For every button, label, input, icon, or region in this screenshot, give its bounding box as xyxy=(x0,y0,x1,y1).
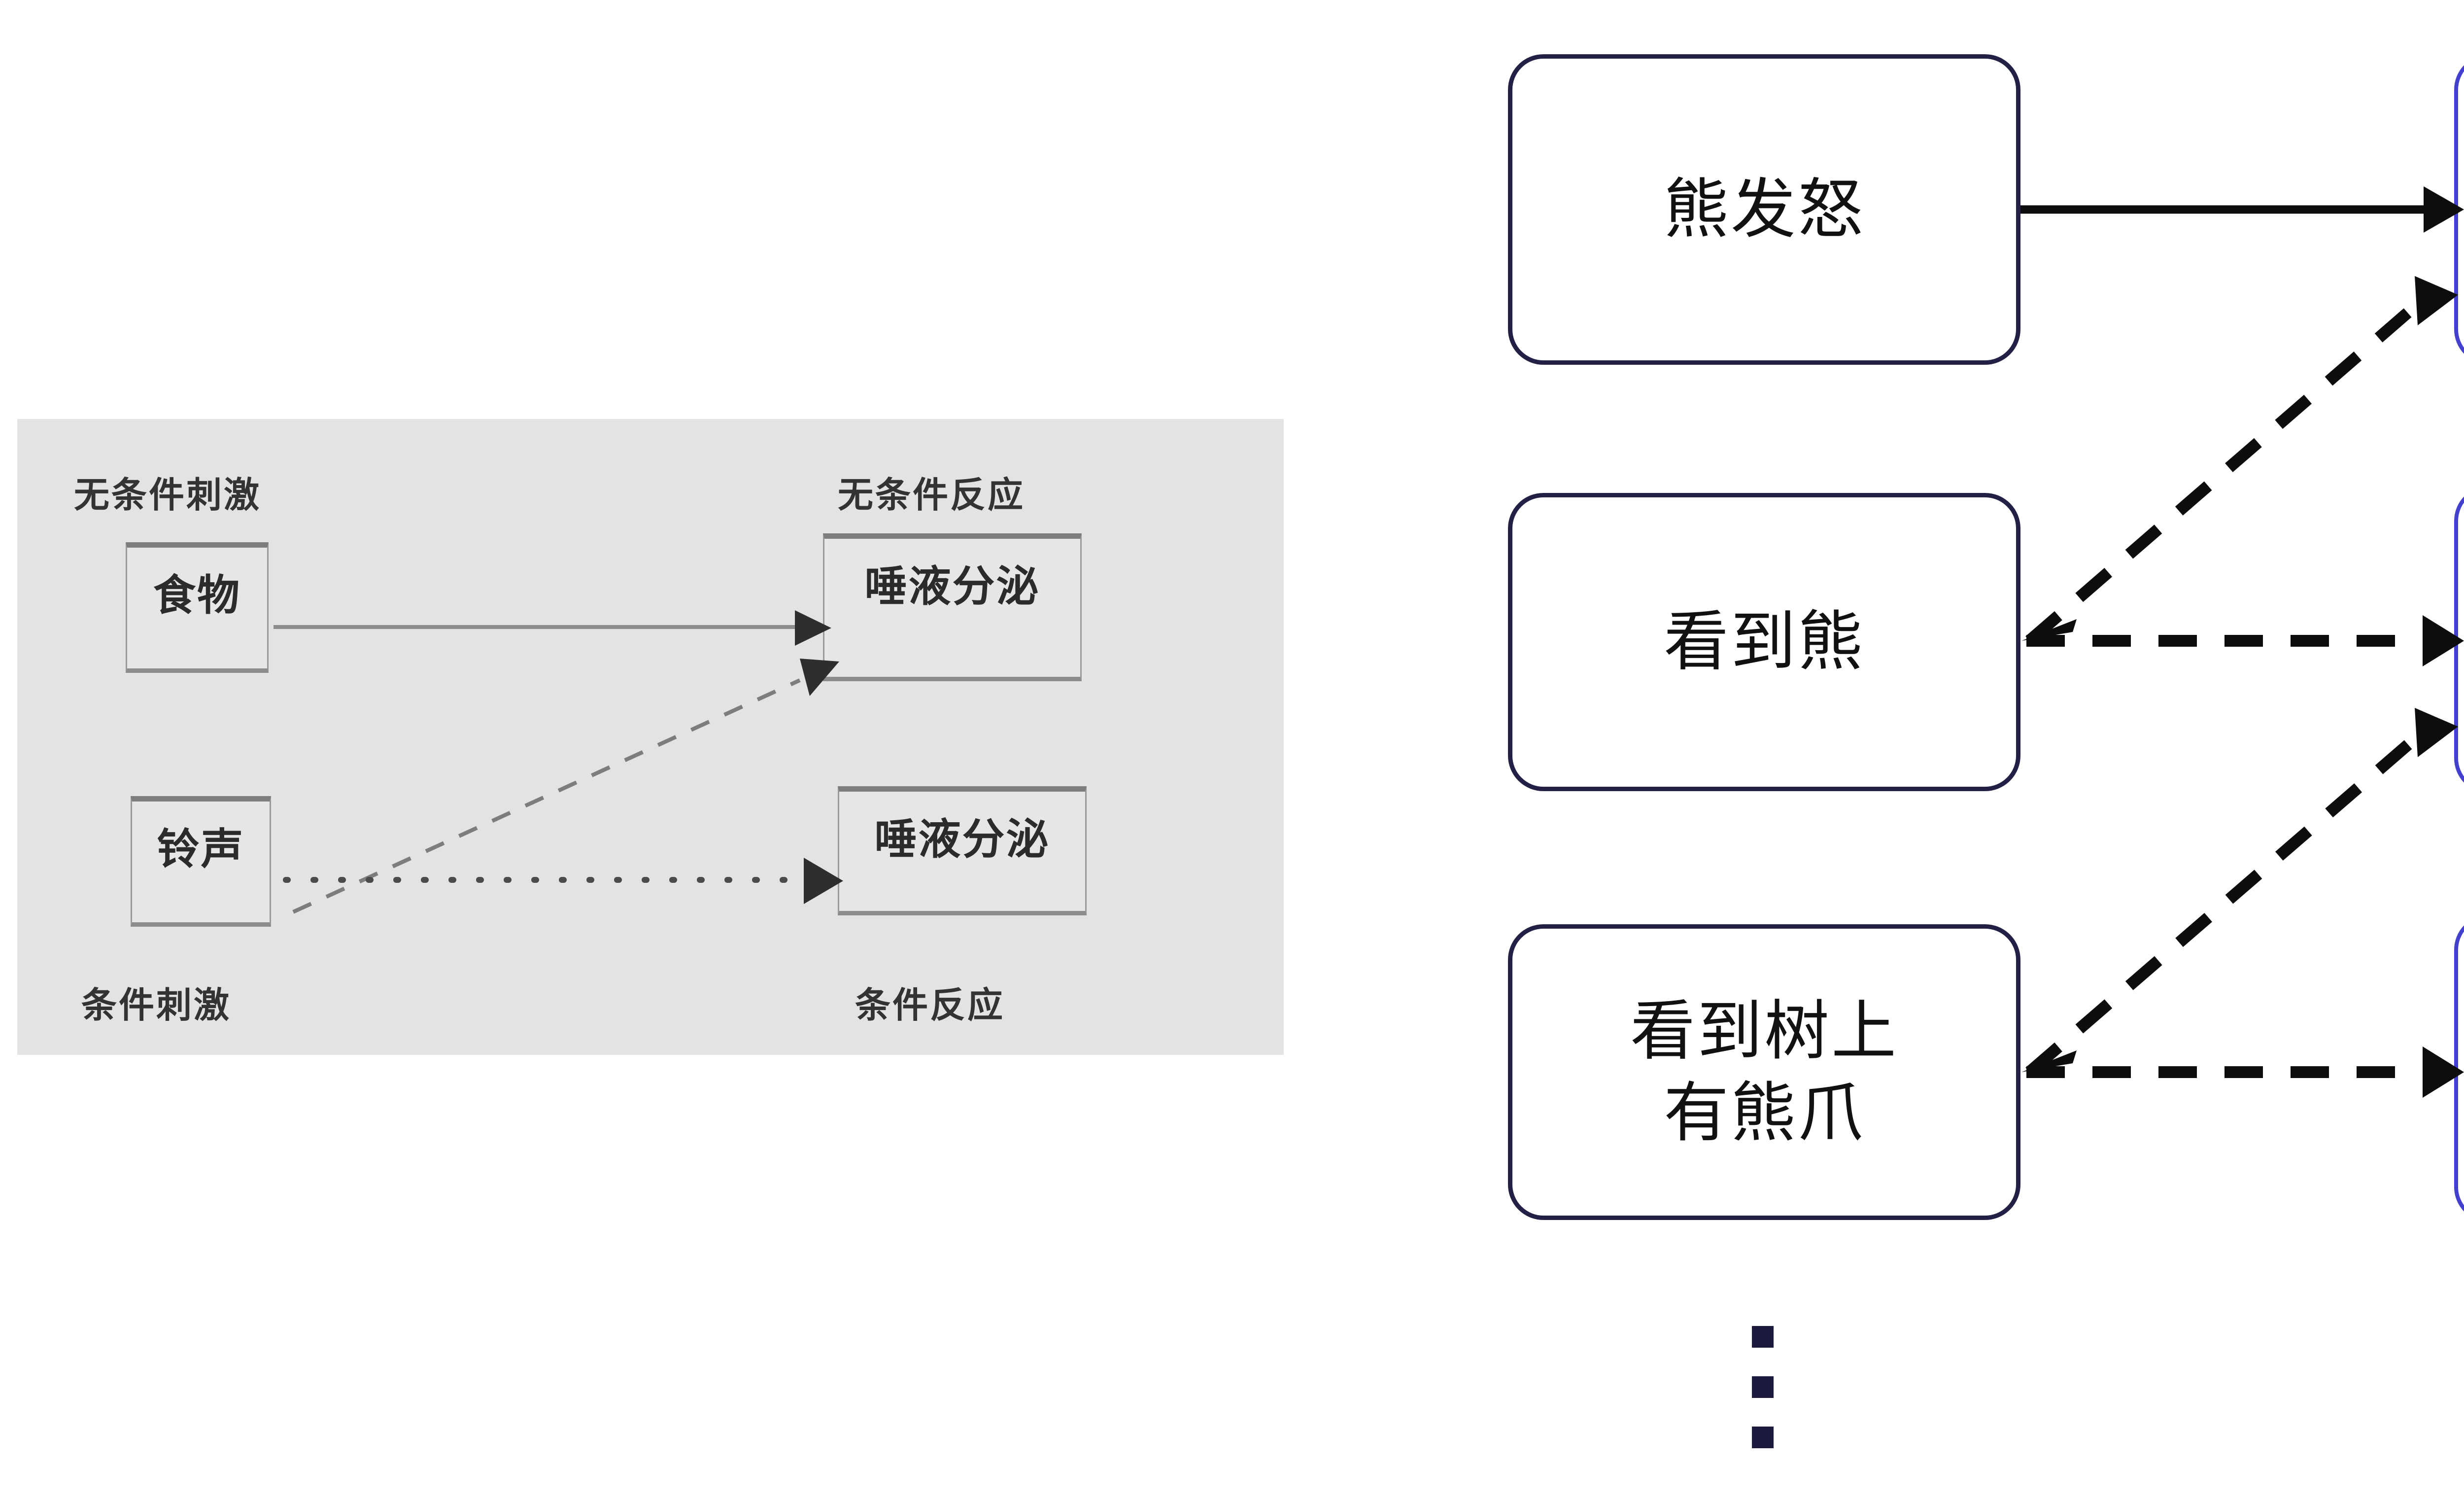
rl-box-see-claw-on-tree[interactable]: 看到树上 有熊爪 xyxy=(1508,924,2020,1220)
caption-unconditioned-stimulus: 无条件刺激 xyxy=(74,474,262,516)
pavlov-box-salivation-top-label: 唾液分泌 xyxy=(864,562,1040,611)
arrow-bell-to-salivation-conditioned xyxy=(283,858,843,904)
classical-conditioning-panel: 无条件刺激 无条件反应 条件刺激 条件反应 食物 铃声 唾液分泌 唾液分泌 xyxy=(17,419,1284,1055)
arrow-see-claw-to-value-state xyxy=(2021,1046,2464,1098)
arrow-food-to-salivation xyxy=(274,610,831,646)
pavlov-box-food-label: 食物 xyxy=(153,571,241,620)
pavlov-box-salivation-bottom: 唾液分泌 xyxy=(838,786,1087,915)
rl-box-value-next-state[interactable]: V(s′) xyxy=(2454,486,2464,794)
ellipsis-dot xyxy=(1752,1326,1774,1348)
rl-box-value-state[interactable]: V(s) xyxy=(2454,914,2464,1222)
pavlov-box-salivation-bottom-label: 唾液分泌 xyxy=(874,815,1050,864)
pavlov-box-bell-label: 铃声 xyxy=(157,825,245,874)
arrow-see-bear-to-reward xyxy=(2025,276,2458,646)
rl-box-reward[interactable]: 奖励 xyxy=(2454,54,2464,365)
arrow-see-claw-to-value-next-state xyxy=(2025,708,2458,1077)
rl-box-see-claw-on-tree-label: 看到树上 有熊爪 xyxy=(1630,993,1898,1151)
classical-conditioning-arrows xyxy=(274,610,843,914)
arrow-bear-angry-to-reward xyxy=(2020,186,2464,233)
ellipsis-dot xyxy=(1752,1427,1774,1448)
rl-box-see-bear[interactable]: 看到熊 xyxy=(1508,493,2020,791)
rl-box-see-bear-label: 看到熊 xyxy=(1664,604,1865,680)
arrow-bell-to-salivation-unconditioned xyxy=(292,659,839,914)
caption-conditioned-response: 条件反应 xyxy=(855,984,1005,1026)
ellipsis-state-column xyxy=(1752,1326,1774,1448)
arrow-see-bear-to-value-next-state xyxy=(2021,615,2464,666)
pavlov-box-bell: 铃声 xyxy=(131,796,271,927)
ellipsis-dot xyxy=(1752,1376,1774,1398)
caption-unconditioned-response: 无条件反应 xyxy=(838,474,1026,516)
rl-box-bear-angry[interactable]: 熊发怒 xyxy=(1508,54,2020,365)
rl-box-bear-angry-label: 熊发怒 xyxy=(1664,171,1865,247)
pavlov-box-food: 食物 xyxy=(126,542,269,673)
caption-conditioned-stimulus: 条件刺激 xyxy=(81,984,232,1026)
pavlov-box-salivation-top: 唾液分泌 xyxy=(823,533,1082,681)
